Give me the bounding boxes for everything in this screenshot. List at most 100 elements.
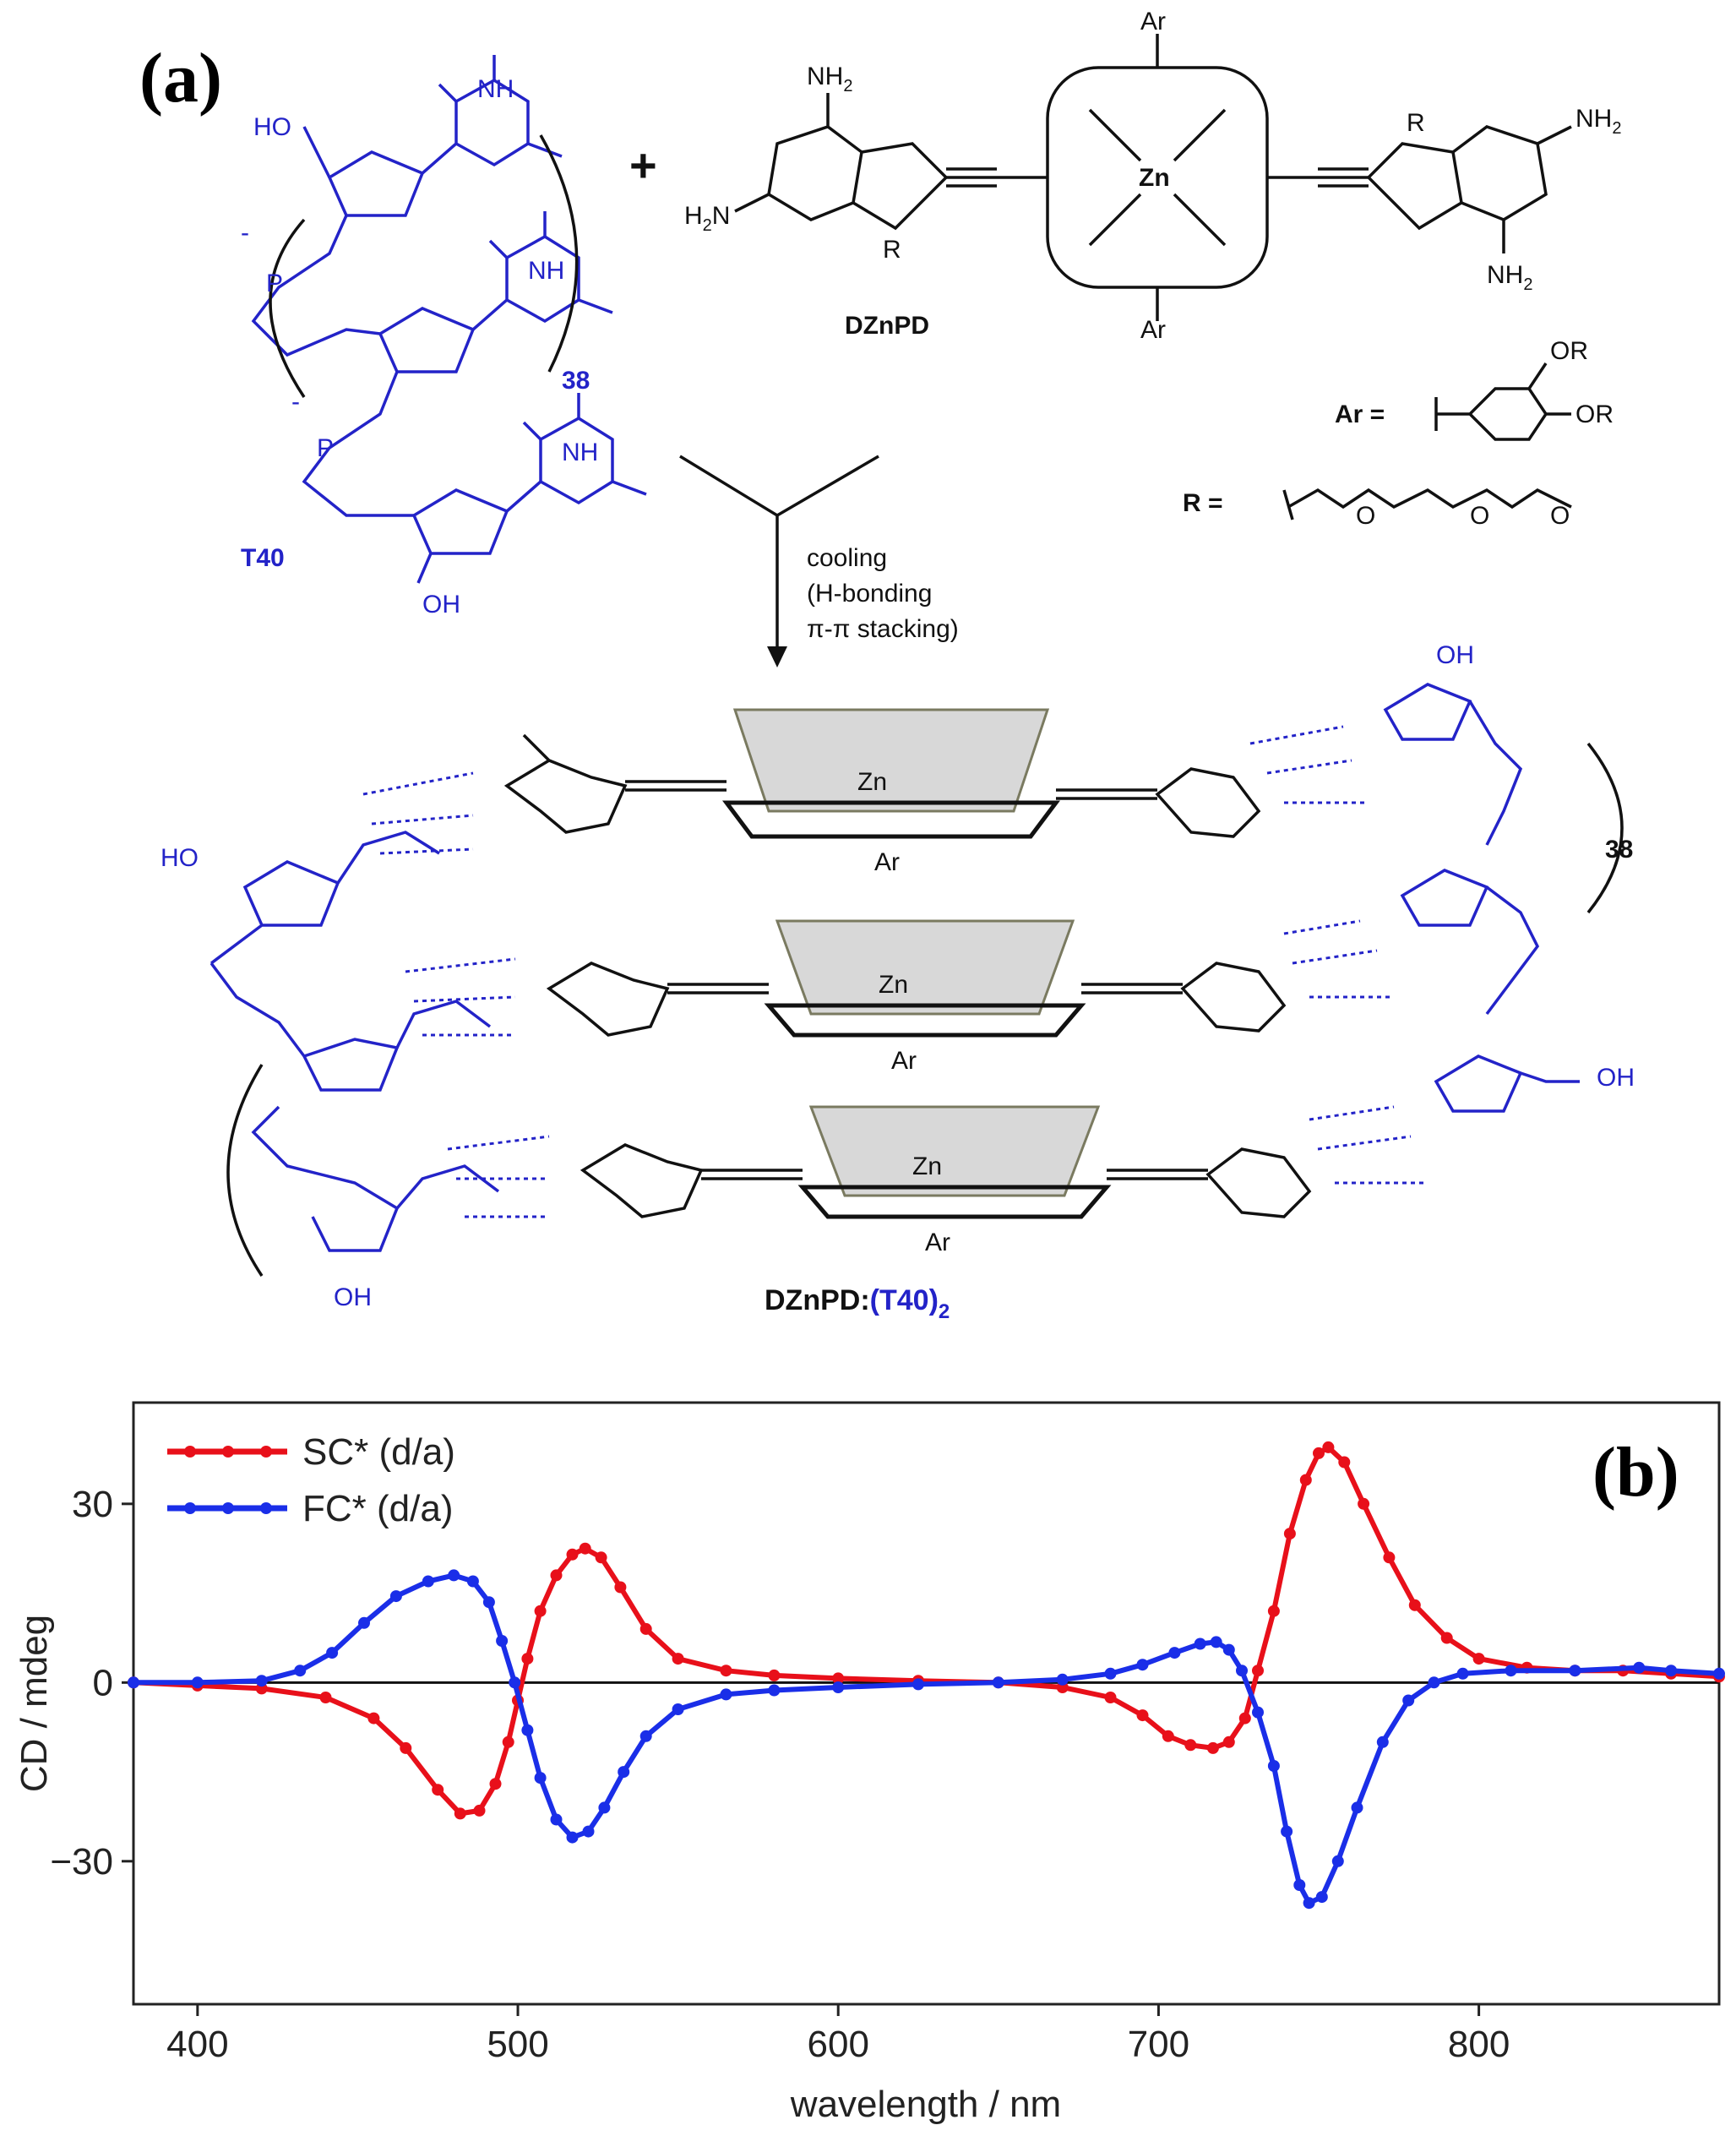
legend-marker-fc xyxy=(222,1502,234,1514)
complex-ho-left: HO xyxy=(161,844,199,872)
y-axis-ticks: −30 0 30 xyxy=(50,1484,133,1883)
legend-marker-sc xyxy=(184,1446,196,1458)
data-point xyxy=(1303,1897,1315,1910)
data-point xyxy=(358,1616,370,1629)
data-point xyxy=(618,1766,630,1779)
data-point xyxy=(1136,1659,1149,1671)
dznpd-h2n-left: H2N xyxy=(684,202,730,235)
dznpd-nh2-right-bottom: NH2 xyxy=(1487,261,1532,294)
x-tick-label: 500 xyxy=(487,2024,548,2065)
data-point xyxy=(550,1813,563,1826)
data-point xyxy=(1665,1665,1678,1677)
panel-label-b: (b) xyxy=(1592,1433,1679,1512)
series-layer xyxy=(128,1441,1725,1910)
data-point xyxy=(1104,1692,1117,1703)
data-point xyxy=(1299,1474,1312,1486)
y-tick-label: 30 xyxy=(72,1484,113,1525)
data-point xyxy=(912,1678,924,1691)
data-point xyxy=(534,1605,547,1617)
data-point xyxy=(1222,1736,1235,1748)
data-point xyxy=(466,1575,479,1588)
arrow-text-1: cooling xyxy=(807,544,887,572)
porphyrin-layer-1: Zn Ar xyxy=(625,708,1157,876)
y-tick-label: 0 xyxy=(93,1662,113,1703)
porphyrin-layer-2: Zn Ar xyxy=(667,919,1183,1075)
data-point xyxy=(1569,1665,1581,1677)
data-point xyxy=(1238,1712,1251,1725)
data-point xyxy=(598,1801,611,1814)
data-point xyxy=(595,1551,607,1564)
data-point xyxy=(389,1590,402,1603)
data-point xyxy=(672,1703,684,1715)
complex-ar-2: Ar xyxy=(891,1047,917,1075)
data-point xyxy=(768,1669,781,1681)
legend-marker-fc xyxy=(260,1502,272,1514)
data-point xyxy=(400,1741,412,1754)
data-point xyxy=(367,1712,380,1725)
legend: SC* (d/a) FC* (d/a) xyxy=(167,1431,455,1529)
data-point xyxy=(1402,1694,1415,1707)
series-fc xyxy=(128,1569,1725,1910)
dznpd-ar-bottom: Ar xyxy=(1140,316,1166,344)
panel-label-a: (a) xyxy=(139,39,222,117)
complex-repeat: 38 xyxy=(1605,836,1633,864)
data-point xyxy=(1456,1667,1469,1680)
data-point xyxy=(550,1569,563,1582)
dznpd-r-right: R xyxy=(1407,109,1425,137)
data-point xyxy=(1056,1673,1069,1686)
x-axis-label: wavelength / nm xyxy=(790,2084,1061,2125)
data-point xyxy=(502,1736,514,1748)
data-point xyxy=(579,1542,591,1555)
y-tick-label: −30 xyxy=(50,1841,113,1883)
data-point xyxy=(566,1831,579,1844)
data-point xyxy=(1322,1441,1335,1453)
t40-nh-3: NH xyxy=(562,439,598,466)
data-point xyxy=(521,1653,534,1665)
ar-def-or-2: OR xyxy=(1575,400,1614,428)
data-point xyxy=(614,1581,627,1594)
dznpd-name: DZnPD xyxy=(845,312,929,340)
data-point xyxy=(1267,1760,1280,1772)
complex-oh-right-bottom: OH xyxy=(1597,1064,1635,1092)
arrow-text-3: π-π stacking) xyxy=(807,615,959,643)
data-point xyxy=(473,1804,486,1817)
data-point xyxy=(566,1548,579,1561)
data-point xyxy=(832,1681,845,1693)
data-point xyxy=(992,1676,1004,1689)
data-point xyxy=(1440,1632,1453,1644)
data-point xyxy=(1184,1739,1197,1752)
data-point xyxy=(1236,1665,1248,1677)
data-point xyxy=(1281,1825,1293,1838)
dznpd-nh2-right-top: NH2 xyxy=(1575,105,1621,138)
data-point xyxy=(454,1807,466,1820)
legend-item-fc: FC* (d/a) xyxy=(167,1488,453,1529)
t40-o-minus-1: - xyxy=(241,219,249,247)
complex-zn-1: Zn xyxy=(857,768,887,796)
complex-zn-2: Zn xyxy=(879,971,908,999)
dznpd-zn: Zn xyxy=(1139,164,1170,192)
x-tick-label: 800 xyxy=(1448,2024,1510,2065)
data-point xyxy=(319,1692,332,1703)
data-point xyxy=(1194,1637,1206,1650)
x-tick-label: 400 xyxy=(166,2024,228,2065)
complex-zn-3: Zn xyxy=(912,1152,942,1180)
t40-p-2: P xyxy=(317,434,334,462)
data-point xyxy=(1408,1599,1421,1611)
complex-structure: Zn Ar Zn Ar Zn Ar xyxy=(161,641,1635,1323)
ar-def-or-1: OR xyxy=(1550,337,1588,365)
r-def-o-1: O xyxy=(1356,502,1375,530)
legend-label-sc: SC* (d/a) xyxy=(302,1431,455,1473)
t40-structure: HO OH P P - - NH NH NH 38 T40 xyxy=(241,55,647,618)
dznpd-nh2-left: NH2 xyxy=(807,63,852,95)
data-point xyxy=(1713,1667,1725,1680)
t40-oh: OH xyxy=(422,591,460,618)
data-point xyxy=(1267,1605,1280,1617)
t40-nh-2: NH xyxy=(528,257,564,285)
data-point xyxy=(768,1684,781,1697)
data-point xyxy=(294,1665,307,1677)
dznpd-structure: Zn Ar Ar R R NH2 H2N NH2 NH2 DZnPD xyxy=(684,8,1621,344)
data-point xyxy=(1315,1891,1328,1904)
complex-oh-right-top: OH xyxy=(1436,641,1474,669)
